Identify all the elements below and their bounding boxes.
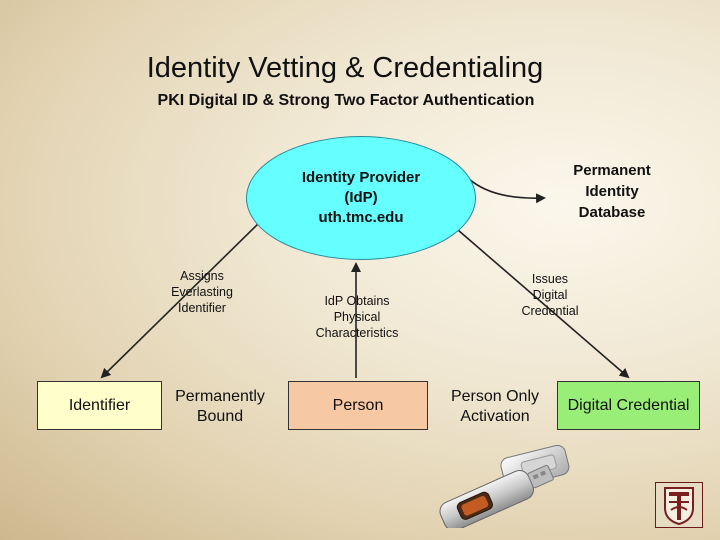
obtains-characteristics-label: IdP Obtains Physical Characteristics [296,293,418,341]
person-only-activation-label: Person Only Activation [436,387,554,427]
arrow-idp-to-database [467,177,546,204]
slide-subtitle: PKI Digital ID & Strong Two Factor Authe… [157,92,535,109]
activation-line-2: Activation [460,408,530,425]
slide-title: Identity Vetting & Credentialing [146,52,544,84]
database-line-2: Identity [585,183,639,200]
arrow-idp-to-identifier [100,219,263,379]
identifier-box: Identifier [37,381,162,430]
university-seal-logo [655,482,703,528]
assigns-line-1: Assigns [180,269,224,283]
identity-provider-line-1: Identity Provider [301,169,421,186]
assigns-line-3: Identifier [178,301,226,315]
person-box: Person [288,381,428,430]
issues-credential-label: Issues Digital Credential [500,271,600,319]
obtains-line-3: Characteristics [315,326,399,340]
permanently-bound-label: Permanently Bound [162,387,278,427]
identity-provider-node: Identity Provider (IdP) uth.tmc.edu [246,136,476,260]
bound-line-2: Bound [196,408,244,425]
arrow-idp-to-credential [457,229,630,379]
digital-credential-box: Digital Credential [557,381,700,430]
usb-fingerprint-token-image [439,444,570,528]
database-line-1: Permanent [573,162,651,179]
activation-line-1: Person Only [450,388,540,405]
identity-provider-line-3: uth.tmc.edu [318,209,404,226]
identity-provider-line-2: (IdP) [344,189,378,206]
issues-line-1: Issues [531,272,569,286]
database-line-3: Database [578,204,646,221]
obtains-line-1: IdP Obtains [324,294,390,308]
bound-line-1: Permanently [175,388,265,405]
obtains-line-2: Physical [333,310,381,324]
assigns-line-2: Everlasting [171,285,233,299]
issues-line-2: Digital [532,288,568,302]
permanent-identity-database-node: Permanent Identity Database [545,160,679,240]
assigns-identifier-label: Assigns Everlasting Identifier [150,268,254,316]
issues-line-3: Credential [521,304,579,318]
